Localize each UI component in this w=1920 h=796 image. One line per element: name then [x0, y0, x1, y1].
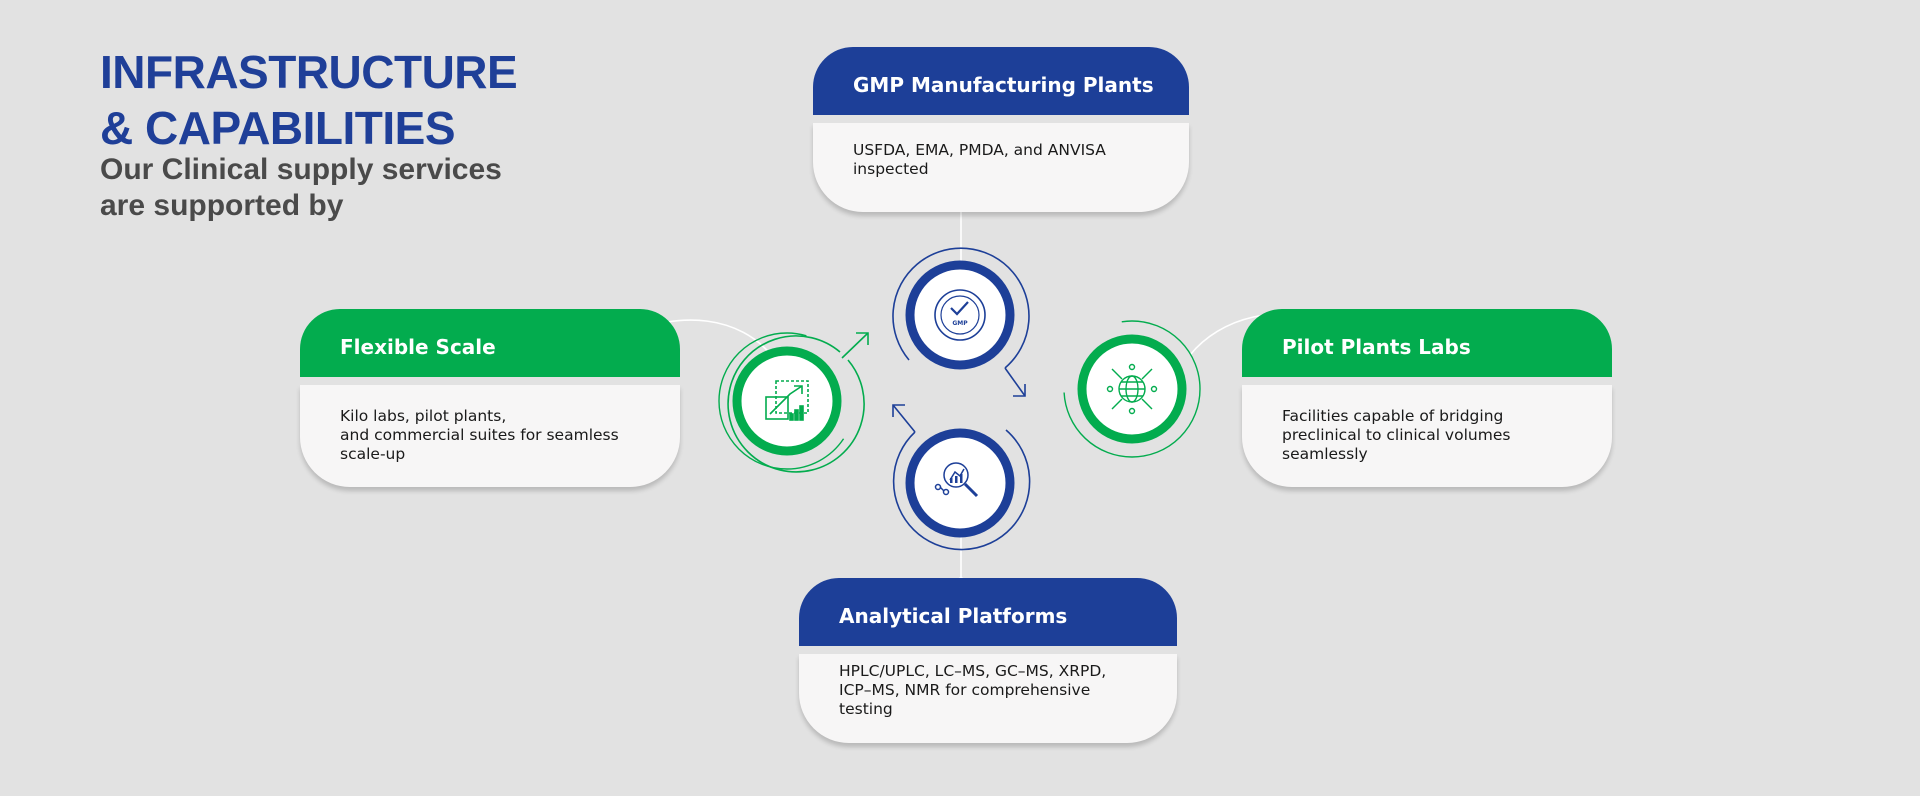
card-analytical-header: Analytical Platforms [799, 578, 1177, 646]
card-pilot-desc-line-1: Facilities capable of bridging [1282, 407, 1504, 425]
pilot-node [1063, 320, 1201, 458]
gmp-arrow-head [1013, 384, 1026, 397]
card-pilot-desc-line-3: seamlessly [1282, 445, 1368, 463]
card-pilot-body: Facilities capable of bridging preclinic… [1242, 385, 1612, 487]
gmp-badge-text: GMP [952, 320, 968, 327]
card-flexible-body: Kilo labs, pilot plants, and commercial … [300, 385, 680, 487]
analytics-magnifier-icon [934, 462, 979, 498]
page-subtitle-line-1: Our Clinical supply services [100, 153, 502, 186]
gmp-check-badge-icon: GMP [934, 289, 986, 341]
card-flexible-desc-line-2: and commercial suites for seamless [340, 426, 619, 444]
gmp-arc-arrow [1004, 367, 1026, 397]
card-gmp-desc-line-1: USFDA, EMA, PMDA, and ANVISA [853, 141, 1106, 159]
card-flexible-header: Flexible Scale [300, 309, 680, 377]
analytical-outer-arc [892, 429, 1031, 551]
pilot-outer-thin [1063, 320, 1201, 458]
card-analytical-desc-line-3: testing [839, 700, 893, 718]
page-subtitle-line-2: are supported by [100, 189, 344, 222]
globe-network-icon [1106, 363, 1158, 415]
card-pilot-desc-line-2: preclinical to clinical volumes [1282, 426, 1511, 444]
card-pilot-header: Pilot Plants Labs [1242, 309, 1612, 377]
card-gmp-title: GMP Manufacturing Plants [853, 73, 1154, 97]
page-title: INFRASTRUCTURE & CAPABILITIES [100, 44, 518, 156]
card-flexible-title: Flexible Scale [340, 335, 496, 359]
card-analytical-desc-line-2: ICP–MS, NMR for comprehensive [839, 681, 1091, 699]
flexible-outer-thin [718, 332, 856, 470]
scale-up-growth-icon [765, 380, 809, 421]
page-title-line-2: & CAPABILITIES [100, 102, 456, 154]
analytical-arrow-head [892, 404, 905, 417]
card-flexible-desc-line-1: Kilo labs, pilot plants, [340, 407, 507, 425]
card-analytical-body-panel: HPLC/UPLC, LC–MS, GC–MS, XRPD, ICP–MS, N… [799, 654, 1177, 743]
card-gmp-manufacturing: GMP Manufacturing Plants USFDA, EMA, PMD… [813, 47, 1189, 212]
card-pilot-title: Pilot Plants Labs [1282, 335, 1471, 359]
page-subtitle: Our Clinical supply services are support… [100, 152, 502, 224]
flexible-arrow-head [856, 332, 869, 345]
card-analytical-desc-line-1: HPLC/UPLC, LC–MS, GC–MS, XRPD, [839, 662, 1107, 680]
flexible-node [718, 332, 869, 473]
gmp-node: GMP [892, 247, 1030, 397]
card-flexible-desc-line-3: scale-up [340, 445, 406, 463]
analytical-arc-arrow [892, 404, 916, 433]
card-gmp-body: USFDA, EMA, PMDA, and ANVISA inspected [813, 123, 1189, 212]
card-flexible-scale: Flexible Scale Kilo labs, pilot plants, … [300, 309, 680, 487]
page-title-line-1: INFRASTRUCTURE [100, 46, 518, 98]
card-gmp-desc-line-2: inspected [853, 160, 929, 178]
analytical-node [892, 404, 1031, 551]
flexible-outer-arc [727, 335, 865, 473]
card-analytical-platforms: Analytical Platforms HPLC/UPLC, LC–MS, G… [799, 578, 1177, 743]
card-analytical-title: Analytical Platforms [839, 604, 1068, 628]
flexible-ring [732, 346, 842, 456]
gmp-ring [905, 260, 1015, 370]
flexible-arc-arrow [841, 332, 869, 359]
card-pilot-plants: Pilot Plants Labs Facilities capable of … [1242, 309, 1612, 487]
gmp-outer-arc [892, 247, 1030, 369]
card-gmp-header: GMP Manufacturing Plants [813, 47, 1189, 115]
